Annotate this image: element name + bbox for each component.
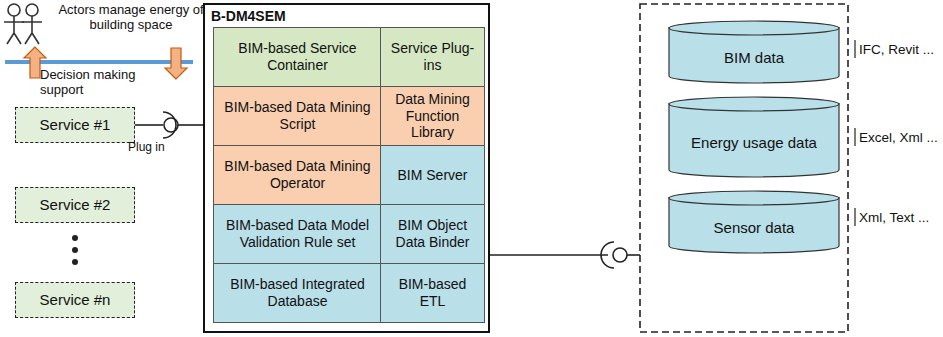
database-cylinder: Energy usage data <box>668 96 840 178</box>
actor-note: Actors manage energy of building space <box>56 3 206 33</box>
format-ticks <box>854 40 855 226</box>
box-text: Service #2 <box>40 196 111 214</box>
module-cell: BIM-based ETL <box>380 263 485 323</box>
service-box: Service #2 <box>15 187 135 223</box>
box-text: BIM-based Integrated Database <box>217 276 378 310</box>
box-text: BIM Server <box>397 167 467 184</box>
data-store-box <box>640 4 848 332</box>
box-text: BIM-based Service Container <box>217 40 378 74</box>
box-heading: B-DM4SEM <box>211 8 286 25</box>
box-text: Data Mining Function Library <box>384 91 481 141</box>
box-text: Service #1 <box>40 116 111 134</box>
service-box: Service #1 <box>15 107 135 143</box>
box-text: BIM-based Data Model Validation Rule set <box>217 217 378 251</box>
ellipsis-dots <box>72 235 78 265</box>
plug-label: Plug in <box>128 141 188 155</box>
module-cell: Service Plug-ins <box>380 27 485 87</box>
database-cylinder: BIM data <box>668 20 840 84</box>
module-cell: BIM-based Service Container <box>213 27 382 87</box>
module-cell: BIM Server <box>380 145 485 205</box>
box-text: BIM Object Data Binder <box>384 217 481 251</box>
box-text: Service Plug-ins <box>384 40 481 74</box>
box-text: BIM-based Data Mining Operator <box>217 158 378 192</box>
down-arrow <box>165 48 187 79</box>
box-text: Energy usage data <box>691 134 817 152</box>
support-note: Decision making support <box>40 68 140 98</box>
service-box: Service #n <box>15 282 135 318</box>
format-label: Excel, Xml ... <box>859 130 941 146</box>
module-cell: BIM-based Data Mining Operator <box>213 145 382 205</box>
actor-icon <box>4 4 42 44</box>
module-cell: BIM-based Integrated Database <box>213 263 382 323</box>
plug-connector <box>135 112 203 138</box>
module-cell: BIM-based Data Mining Script <box>213 86 382 146</box>
framework-box: B-DM4SEM BIM-based Service ContainerServi… <box>203 3 490 333</box>
database-cylinder: Sensor data <box>668 190 840 254</box>
box-text: BIM-based ETL <box>384 276 481 310</box>
format-label: IFC, Revit ... <box>859 42 941 58</box>
module-cell: BIM Object Data Binder <box>380 204 485 264</box>
data-socket <box>490 242 640 268</box>
format-label: Xml, Text ... <box>859 210 941 226</box>
box-text: BIM data <box>724 49 784 67</box>
box-text: BIM-based Data Mining Script <box>217 99 378 133</box>
box-text: Service #n <box>40 291 111 309</box>
module-cell: BIM-based Data Model Validation Rule set <box>213 204 382 264</box>
module-cell: Data Mining Function Library <box>380 86 485 146</box>
box-text: Sensor data <box>714 219 795 237</box>
